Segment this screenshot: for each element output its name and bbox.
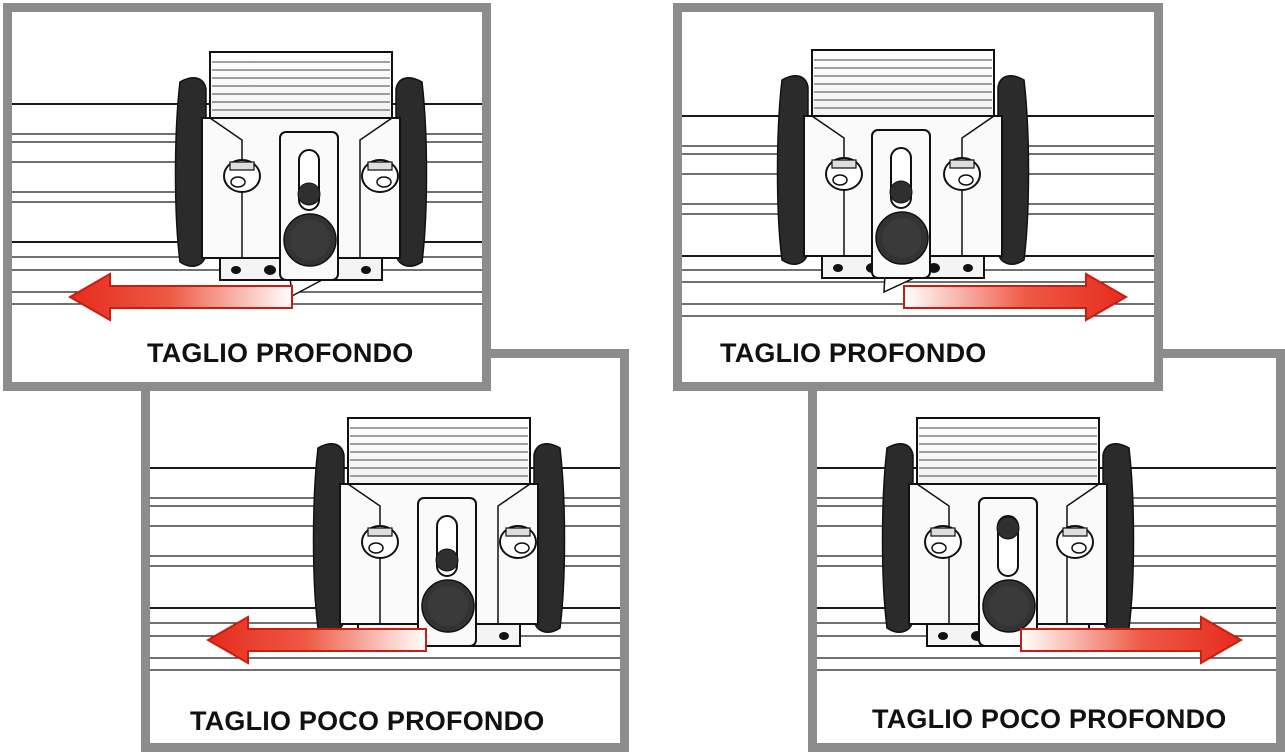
depth-pin [298, 183, 320, 205]
cutter-head-illustration [12, 12, 482, 382]
caption-shallow-cut: TAGLIO POCO PROFONDO [872, 704, 1227, 735]
caption-deep-cut: TAGLIO PROFONDO [147, 338, 414, 369]
caption-deep-cut: TAGLIO PROFONDO [720, 338, 987, 369]
cutter-head-illustration [817, 358, 1276, 743]
direction-arrow-right [904, 274, 1126, 320]
panel-deep-cut-right: TAGLIO PROFONDO [673, 3, 1163, 391]
cutter-head [778, 50, 1029, 292]
right-thumbscrew [362, 160, 398, 192]
left-thumbscrew [224, 160, 260, 192]
cutter-head [883, 418, 1134, 646]
panel-deep-cut-left: TAGLIO PROFONDO [3, 3, 491, 391]
depth-pin [436, 549, 458, 571]
depth-pin [890, 181, 912, 203]
cutter-head [176, 52, 427, 296]
depth-pin [997, 517, 1019, 539]
panel-shallow-cut-left: TAGLIO POCO PROFONDO [141, 349, 629, 752]
panel-shallow-cut-right: TAGLIO POCO PROFONDO [808, 349, 1285, 752]
cutter-head-illustration [150, 358, 620, 743]
cutter-head [314, 418, 565, 646]
cutter-head-illustration [682, 12, 1154, 382]
caption-shallow-cut: TAGLIO POCO PROFONDO [190, 706, 545, 737]
